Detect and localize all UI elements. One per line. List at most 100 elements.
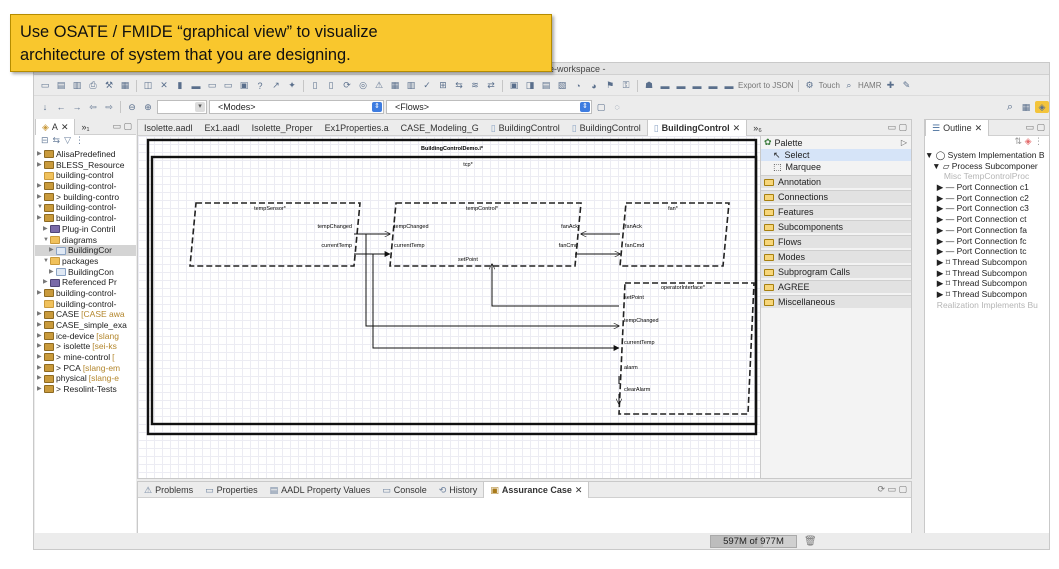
explorer-item[interactable]: ▶Plug-in Contril — [35, 224, 136, 235]
back-icon[interactable]: ← — [56, 102, 66, 112]
gauge-icon[interactable]: ◕ — [591, 80, 597, 91]
palette-marquee[interactable]: ⬚Marquee — [773, 161, 822, 173]
explorer-item[interactable]: ▶> mine-control[ — [35, 352, 136, 363]
flow-toggle-icon[interactable]: ▢ — [596, 101, 606, 112]
touch-button[interactable]: Touch — [818, 81, 840, 90]
close-icon[interactable]: ✕ — [732, 122, 741, 133]
outline-item[interactable]: ▶ ⌑ Thread Subcompon — [925, 256, 1027, 267]
close-icon[interactable]: ✕ — [60, 121, 69, 132]
palette-drawer[interactable]: Annotation — [761, 175, 911, 188]
bottom-tab[interactable]: ▭Properties — [199, 482, 264, 498]
outline-item[interactable]: Misc TempControlProc — [925, 171, 1030, 182]
person-icon[interactable]: ☗ — [644, 80, 654, 90]
next-edit-icon[interactable]: ⇨ — [105, 101, 113, 112]
close-icon[interactable]: ✕ — [574, 484, 583, 495]
thread-fan[interactable] — [619, 202, 730, 267]
collapsed-arrow-icon[interactable]: ▶ — [49, 247, 54, 254]
editor-tab[interactable]: ▯BuildingControl✕ — [646, 120, 748, 136]
wand-icon[interactable]: ✎ — [902, 80, 911, 90]
editor-tab[interactable]: Ex1Properties.a — [319, 120, 395, 136]
collapsed-arrow-icon[interactable]: ▶ — [37, 364, 42, 371]
flag-icon[interactable]: ⚑ — [605, 80, 615, 90]
explorer-item[interactable]: ▶ice-device[slang — [35, 331, 136, 342]
editor-tab[interactable]: Ex1.aadl — [199, 120, 246, 136]
outline-item[interactable]: ▶ — Port Connection ct — [925, 214, 1027, 225]
bus-icon[interactable]: ▭ — [223, 80, 233, 90]
collapsed-arrow-icon[interactable]: ▶ — [43, 279, 48, 286]
flow-run-icon[interactable]: ◌ — [614, 102, 620, 112]
bottom-tab[interactable]: ⟲History — [433, 482, 484, 498]
explorer-item[interactable]: ▶building-control- — [35, 181, 136, 192]
cols-icon[interactable]: ▬ — [724, 80, 734, 91]
explorer-item[interactable]: ▶Referenced Pr — [35, 277, 136, 288]
plugin-icon[interactable]: ✚ — [886, 80, 895, 90]
system-icon[interactable]: ▭ — [207, 80, 217, 90]
explorer-item[interactable]: ▶BuildingCor — [35, 245, 136, 256]
collapsed-arrow-icon[interactable]: ▶ — [37, 343, 42, 350]
zoom-in-icon[interactable]: ⊕ — [144, 101, 152, 112]
generate-icon[interactable]: ▧ — [557, 80, 567, 90]
stack-icon[interactable]: ▬ — [692, 80, 702, 91]
report-icon[interactable]: ▥ — [406, 80, 416, 90]
save-icon[interactable]: ▤ — [56, 80, 66, 90]
palette-drawer[interactable]: Connections — [761, 190, 911, 203]
run-icon[interactable]: ✦ — [288, 80, 296, 90]
collapse-all-icon[interactable]: ⊟ — [41, 135, 49, 145]
palette-drawer[interactable]: Features — [761, 205, 911, 218]
explorer-item[interactable]: ▶BLESS_Resource — [35, 160, 136, 171]
grid-icon[interactable]: ▦ — [120, 80, 130, 90]
explorer-item[interactable]: building-control- — [35, 299, 136, 310]
debug-icon[interactable]: ◎ — [359, 80, 367, 90]
collapsed-arrow-icon[interactable]: ▶ — [37, 289, 42, 296]
collapsed-arrow-icon[interactable]: ▶ — [37, 322, 42, 328]
outline-item[interactable]: ▶ — Port Connection tc — [925, 246, 1027, 257]
lock-icon[interactable]: ⚿ — [622, 80, 630, 90]
explorer-item[interactable]: ▶CASE[CASE awa — [35, 309, 136, 320]
editor-tab[interactable]: Isolette_Proper — [246, 120, 319, 136]
outline-item[interactable]: ▶ ⌑ Thread Subcompon — [925, 267, 1027, 278]
verify-icon[interactable]: ✓ — [423, 80, 431, 90]
outline-item[interactable]: ▶ ⌑ Thread Subcompon — [925, 278, 1027, 289]
new-icon[interactable]: ▭ — [40, 80, 50, 90]
rows-icon[interactable]: ▬ — [708, 80, 718, 91]
outline-menu-icon[interactable]: ⋮ — [1034, 136, 1043, 146]
explorer-item[interactable]: ▶physical[slang-e — [35, 373, 136, 384]
bottom-tab[interactable]: ▤AADL Property Values — [264, 482, 377, 498]
thread-operator-interface[interactable] — [618, 282, 755, 415]
explorer-item[interactable]: ▶BuildingCon — [35, 267, 136, 278]
build-icon[interactable]: ⚒ — [104, 80, 114, 90]
tab-aadl-navigator[interactable]: ◈A✕ — [35, 119, 76, 135]
tab-overflow[interactable]: »₁ — [81, 121, 90, 132]
explorer-item[interactable]: ▶> isolette[sei-ks — [35, 341, 136, 352]
palette-drawer[interactable]: Subcomponents — [761, 220, 911, 233]
collapsed-arrow-icon[interactable]: ▶ — [37, 161, 42, 168]
outline-item[interactable]: ▶ — Port Connection c3 — [925, 203, 1029, 214]
editor-tab[interactable]: »₆ — [747, 120, 768, 136]
collapsed-arrow-icon[interactable]: ▶ — [37, 332, 42, 339]
collapsed-arrow-icon[interactable]: ▶ — [37, 386, 42, 393]
modes-combo[interactable]: <Modes>⇕ — [209, 100, 384, 114]
trash-icon[interactable]: 🗑 — [804, 536, 817, 547]
collapsed-arrow-icon[interactable]: ▶ — [37, 215, 42, 222]
conn-current-temp-oi[interactable] — [372, 254, 620, 351]
expanded-arrow-icon[interactable]: ▼ — [37, 204, 43, 211]
close-icon[interactable]: ✕ — [974, 122, 983, 133]
forward-icon[interactable]: → — [72, 102, 82, 112]
palette-drawer[interactable]: Subprogram Calls — [761, 265, 911, 278]
zoom-out-icon[interactable]: ⊖ — [128, 101, 136, 112]
diagram-canvas[interactable]: BuildingControlDemo.i* tcp* tempSensor* … — [138, 136, 760, 478]
collapsed-arrow-icon[interactable]: ▶ — [43, 225, 48, 232]
explorer-item[interactable]: ▶building-control- — [35, 288, 136, 299]
palette-select[interactable]: ↖Select — [761, 149, 911, 161]
chart-icon[interactable]: ◔ — [575, 80, 581, 91]
table-icon[interactable]: ▤ — [541, 80, 551, 90]
explorer-item[interactable]: ▶AlisaPredefined — [35, 149, 136, 160]
filter-icon[interactable]: ▽ — [64, 135, 72, 145]
outline-item[interactable]: ▶ — Port Connection fa — [925, 224, 1027, 235]
minus-icon[interactable]: ▬ — [660, 80, 670, 91]
explorer-item[interactable]: ▶> building-contro — [35, 192, 136, 203]
process-tcp[interactable] — [150, 155, 758, 426]
warning-icon[interactable]: ⚠ — [374, 80, 384, 90]
alisa-icon[interactable]: ▦ — [390, 80, 400, 90]
expanded-arrow-icon[interactable]: ▼ — [43, 236, 49, 243]
